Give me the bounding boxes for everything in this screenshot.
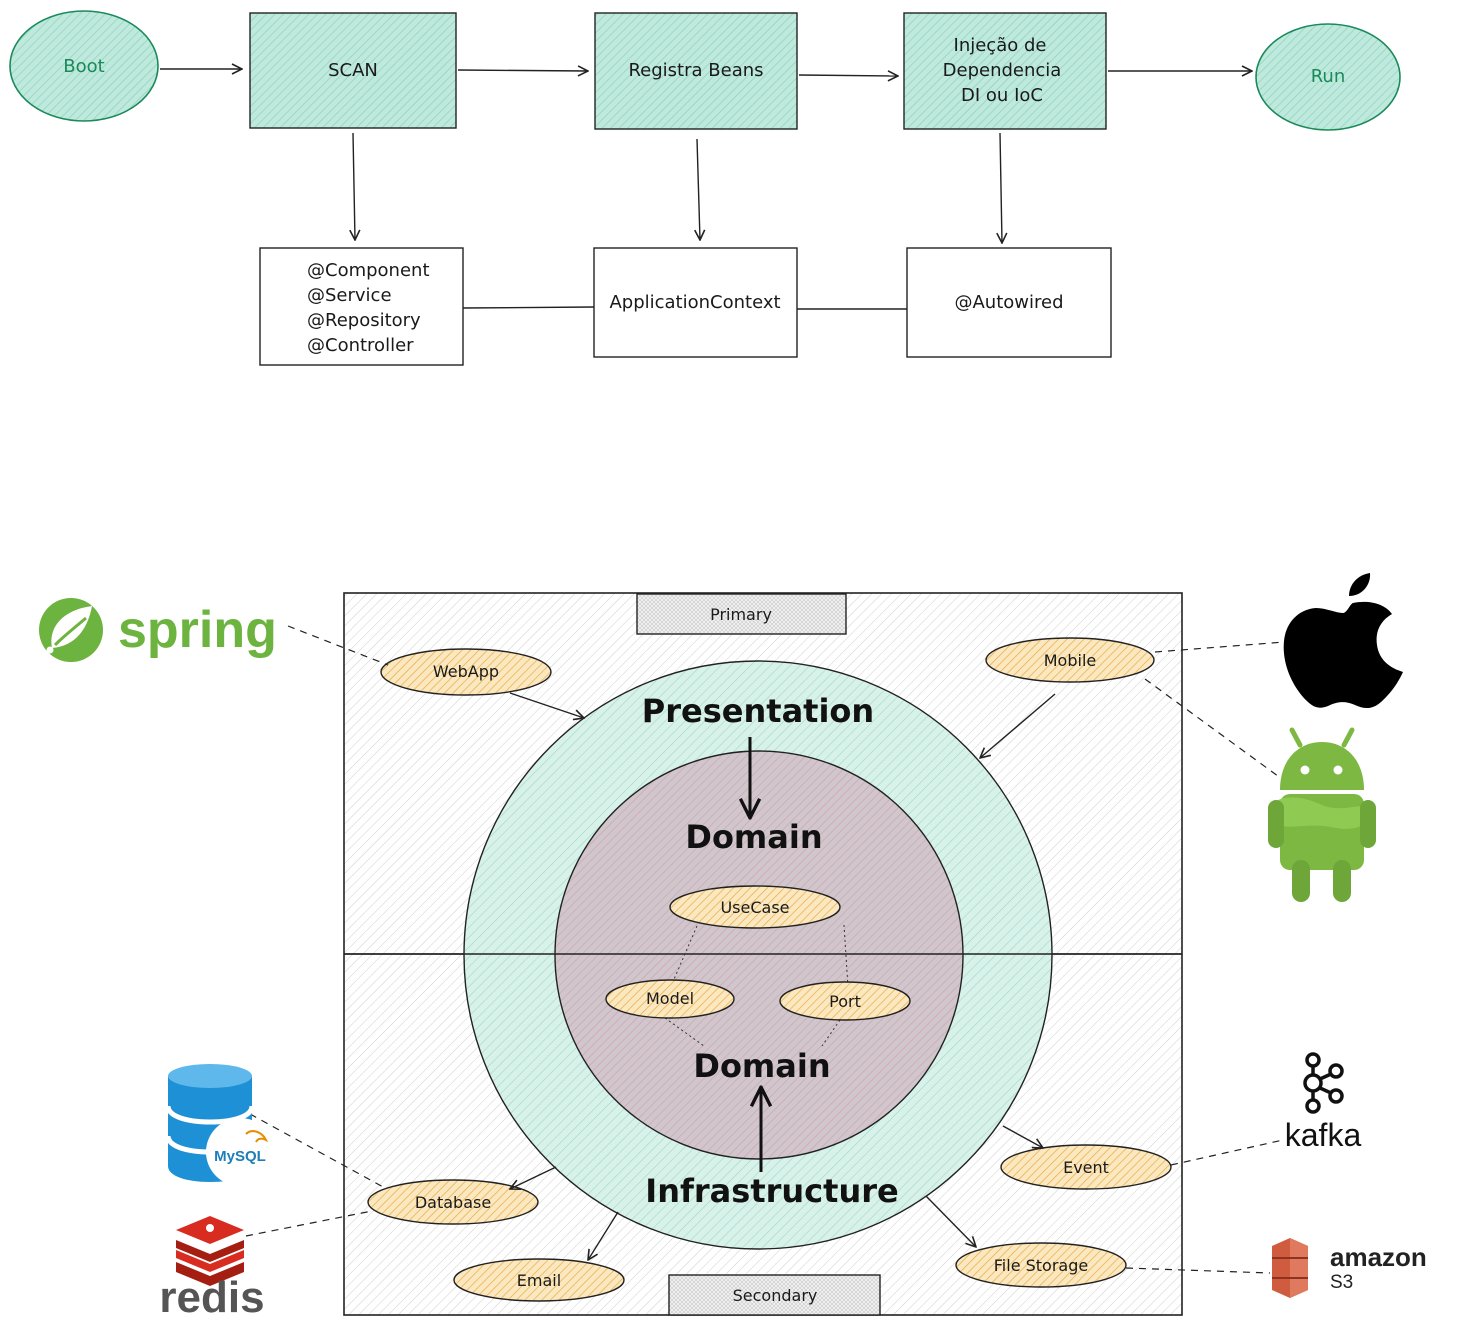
annotation-controller: @Controller bbox=[307, 335, 414, 356]
scan-label: SCAN bbox=[328, 60, 378, 81]
architecture-section: Primary Secondary Presentation Domain Do… bbox=[245, 592, 1311, 1316]
port-label: Port bbox=[829, 992, 861, 1011]
injecao-line-2: Dependencia bbox=[943, 60, 1062, 81]
database-node: Database bbox=[367, 1179, 539, 1225]
secondary-label: Secondary bbox=[733, 1286, 818, 1305]
run-label: Run bbox=[1311, 66, 1346, 87]
registra-beans-node: Registra Beans bbox=[594, 12, 798, 130]
event-label: Event bbox=[1063, 1158, 1109, 1177]
primary-tab: Primary bbox=[636, 593, 847, 635]
usecase-label: UseCase bbox=[720, 898, 789, 917]
spring-logo: spring bbox=[39, 598, 277, 662]
file-storage-node: File Storage bbox=[955, 1242, 1127, 1288]
mobile-label: Mobile bbox=[1044, 651, 1096, 670]
kafka-logo-text: kafka bbox=[1285, 1117, 1362, 1153]
annotation-service: @Service bbox=[307, 285, 392, 306]
event-node: Event bbox=[1000, 1144, 1172, 1190]
model-label: Model bbox=[646, 989, 694, 1008]
domain-core bbox=[554, 750, 964, 1160]
email-node: Email bbox=[453, 1258, 625, 1302]
boot-node: Boot bbox=[9, 10, 159, 122]
webapp-label: WebApp bbox=[433, 662, 499, 681]
redis-logo-text: redis bbox=[159, 1273, 264, 1322]
email-label: Email bbox=[517, 1271, 561, 1290]
autowired-node: @Autowired bbox=[906, 247, 1112, 358]
mysql-logo-text: MySQL bbox=[214, 1148, 266, 1165]
injecao-line-3: DI ou IoC bbox=[961, 85, 1043, 106]
boot-label: Boot bbox=[63, 56, 104, 77]
run-node: Run bbox=[1255, 23, 1401, 131]
domain-bottom-label: Domain bbox=[693, 1047, 830, 1085]
android-logo bbox=[1268, 727, 1376, 902]
annotations-node: @Component @Service @Repository @Control… bbox=[259, 247, 464, 366]
infrastructure-label: Infrastructure bbox=[645, 1172, 898, 1210]
redis-logo: redis bbox=[159, 1216, 265, 1322]
apple-logo bbox=[1283, 573, 1403, 709]
registra-beans-label: Registra Beans bbox=[628, 60, 763, 81]
model-node: Model bbox=[605, 979, 735, 1019]
domain-top-label: Domain bbox=[685, 818, 822, 856]
spring-logo-text: spring bbox=[118, 601, 277, 659]
injecao-node: Injeção de Dependencia DI ou IoC bbox=[903, 12, 1107, 130]
amazon-s3-logo: amazon S3 bbox=[1272, 1238, 1427, 1298]
kafka-logo: kafka bbox=[1285, 1052, 1362, 1153]
scan-node: SCAN bbox=[249, 12, 457, 129]
s3-logo-text: S3 bbox=[1330, 1272, 1353, 1293]
database-label: Database bbox=[415, 1193, 491, 1212]
annotation-component: @Component bbox=[307, 260, 430, 281]
mobile-node: Mobile bbox=[985, 637, 1155, 683]
application-context-label: ApplicationContext bbox=[609, 292, 780, 313]
webapp-node: WebApp bbox=[380, 648, 552, 696]
presentation-label: Presentation bbox=[642, 692, 874, 730]
port-node: Port bbox=[779, 981, 911, 1021]
primary-label: Primary bbox=[710, 605, 772, 624]
secondary-tab: Secondary bbox=[668, 1274, 881, 1316]
application-context-node: ApplicationContext bbox=[593, 247, 798, 358]
amazon-logo-text: amazon bbox=[1330, 1242, 1427, 1272]
injecao-line-1: Injeção de bbox=[954, 35, 1047, 56]
usecase-node: UseCase bbox=[669, 885, 841, 929]
flow-section: Boot SCAN Registra Beans Injeção de Depe… bbox=[9, 10, 1401, 366]
annotation-repository: @Repository bbox=[307, 310, 421, 331]
autowired-label: @Autowired bbox=[954, 292, 1063, 313]
mysql-logo: MySQL bbox=[165, 1064, 274, 1186]
file-storage-label: File Storage bbox=[994, 1256, 1088, 1275]
